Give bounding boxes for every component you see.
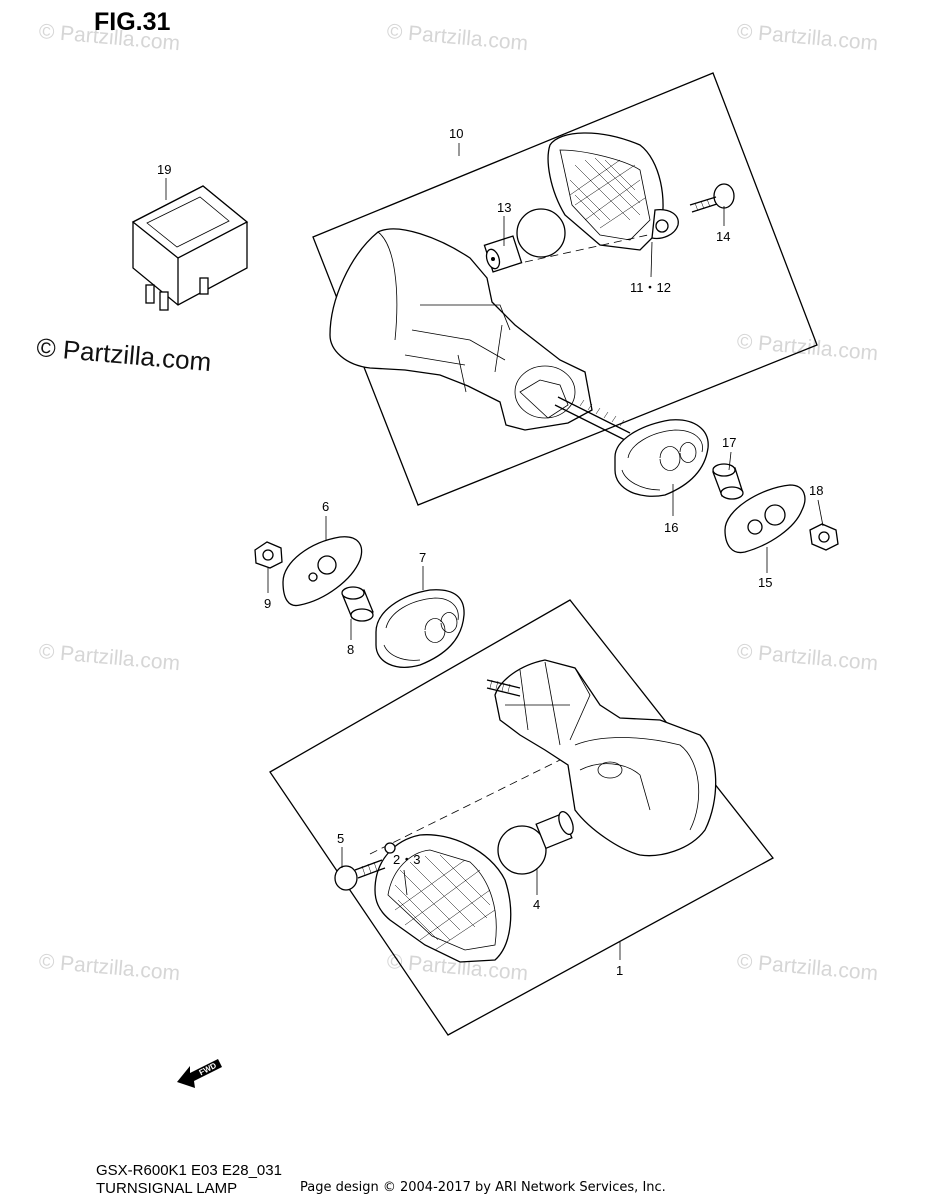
callout-7: 7	[419, 550, 426, 565]
part-11-12-lens	[547, 132, 679, 251]
callout-17: 17	[722, 435, 736, 450]
fwd-arrow-icon: FWD	[177, 1059, 222, 1088]
leader-line	[650, 241, 653, 278]
callout-15: 15	[758, 575, 772, 590]
callout-11-12: 11・12	[630, 280, 671, 295]
callout-4: 4	[533, 897, 540, 912]
figure-title: FIG.31	[94, 8, 171, 36]
part-9-nut	[254, 541, 283, 569]
part-13-bulb	[483, 208, 566, 273]
part-14-screw	[689, 183, 735, 213]
part-10-turnsignal-housing	[329, 228, 631, 442]
part-8-collar	[341, 586, 374, 622]
part-18-nut	[809, 523, 839, 551]
part-7-gasket	[375, 589, 465, 668]
part-17-collar	[712, 463, 744, 500]
callout-6: 6	[322, 499, 329, 514]
part-19-relay	[131, 185, 249, 311]
assembly-frame-upper	[312, 72, 818, 506]
part-4-bulb	[497, 810, 574, 875]
callout-13: 13	[497, 200, 511, 215]
callout-18: 18	[809, 483, 823, 498]
leader-line	[728, 451, 732, 471]
callout-9: 9	[264, 596, 271, 611]
part-16-gasket	[614, 419, 709, 497]
part-15-plate	[724, 484, 806, 554]
leader-line	[817, 499, 824, 527]
callout-10: 10	[449, 126, 463, 141]
callout-19: 19	[157, 162, 171, 177]
part-2-3-lens	[374, 834, 512, 963]
callout-8: 8	[347, 642, 354, 657]
callout-2-3: 2・3	[393, 852, 420, 867]
part-name: TURNSIGNAL LAMP	[96, 1180, 238, 1197]
callout-5: 5	[337, 831, 344, 846]
part-6-plate	[282, 536, 363, 607]
model-code: GSX-R600K1 E03 E28_031	[96, 1162, 282, 1179]
assembly-frame-lower	[269, 599, 774, 1036]
part-5-screw	[334, 859, 386, 891]
leader-line	[403, 869, 408, 896]
callout-14: 14	[716, 229, 730, 244]
callout-1: 1	[616, 963, 623, 978]
copyright-notice: Page design © 2004-2017 by ARI Network S…	[300, 1180, 666, 1195]
part-1-turnsignal-housing	[486, 659, 717, 857]
callout-16: 16	[664, 520, 678, 535]
